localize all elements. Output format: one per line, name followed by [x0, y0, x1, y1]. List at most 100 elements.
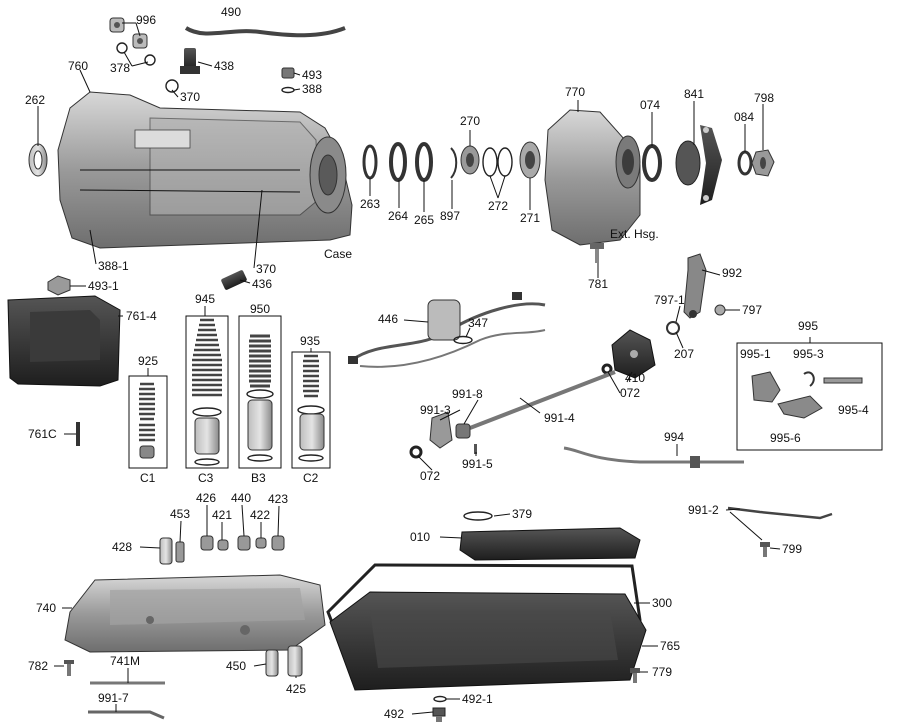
label-761-4: 761-4 — [126, 309, 157, 323]
cover-761-4 — [7, 295, 121, 387]
rod-994-end — [690, 456, 700, 468]
label-c2: C2 — [303, 471, 319, 485]
plug-493 — [281, 67, 295, 79]
label-760: 760 — [68, 59, 88, 73]
label-370-top: 370 — [180, 90, 200, 104]
oil-pan-765 — [329, 591, 647, 691]
nut-797 — [714, 304, 726, 316]
label-265: 265 — [414, 213, 434, 227]
label-072-bottom: 072 — [420, 469, 440, 483]
valve-set-925 — [139, 382, 155, 459]
solenoid-428 — [159, 537, 173, 565]
label-992: 992 — [722, 266, 742, 280]
label-994: 994 — [664, 430, 684, 444]
ring-272b — [497, 147, 513, 177]
label-995: 995 — [798, 319, 818, 333]
label-450: 450 — [226, 659, 246, 673]
fittings-996 — [109, 17, 148, 49]
label-781: 781 — [588, 277, 608, 291]
label-799: 799 — [782, 542, 802, 556]
label-379: 379 — [512, 507, 532, 521]
valve-set-950 — [246, 334, 274, 462]
flange-841 — [675, 125, 722, 205]
label-770: 770 — [565, 85, 585, 99]
label-996: 996 — [136, 13, 156, 27]
label-991-3: 991-3 — [420, 403, 451, 417]
plug-493-1 — [47, 275, 71, 296]
label-991-4: 991-4 — [544, 411, 575, 425]
label-453: 453 — [170, 507, 190, 521]
ring-263 — [362, 144, 378, 180]
label-c1: C1 — [140, 471, 156, 485]
label-084: 084 — [734, 110, 754, 124]
o-ring-072b — [409, 445, 423, 459]
label-897: 897 — [440, 209, 460, 223]
valve-set-945 — [192, 318, 222, 466]
spring-991-2 — [727, 506, 833, 520]
label-995-3: 995-3 — [793, 347, 824, 361]
label-797-1: 797-1 — [654, 293, 685, 307]
o-ring-347 — [453, 335, 473, 345]
label-797: 797 — [742, 303, 762, 317]
label-370-bottom: 370 — [256, 262, 276, 276]
bearing-270 — [460, 145, 480, 175]
snap-ring-897 — [450, 147, 458, 179]
label-995-1: 995-1 — [740, 347, 771, 361]
washer-492-1 — [433, 695, 447, 703]
label-991-5: 991-5 — [462, 457, 493, 471]
label-761c: 761C — [28, 427, 57, 441]
o-ring-378a — [116, 42, 128, 54]
solenoids-426-423 — [200, 535, 285, 551]
parking-parts-995 — [751, 371, 863, 419]
nut-798 — [751, 149, 775, 177]
label-950: 950 — [250, 302, 270, 316]
label-272: 272 — [488, 199, 508, 213]
clip-761c — [76, 422, 80, 446]
lever-992 — [683, 253, 707, 319]
group-box-c3 — [185, 315, 229, 469]
wiring-harness-446 — [348, 292, 546, 368]
label-010: 010 — [410, 530, 430, 544]
extension-housing — [544, 109, 641, 246]
label-493: 493 — [302, 68, 322, 82]
label-446: 446 — [378, 312, 398, 326]
label-263: 263 — [360, 197, 380, 211]
ring-272a — [482, 147, 498, 177]
label-779: 779 — [652, 665, 672, 679]
label-440: 440 — [231, 491, 251, 505]
label-388-1: 388-1 — [98, 259, 129, 273]
label-428: 428 — [112, 540, 132, 554]
label-421: 421 — [212, 508, 232, 522]
bolt-779 — [630, 668, 640, 683]
label-264: 264 — [388, 209, 408, 223]
leader-lines — [37, 22, 811, 715]
ring-264 — [389, 142, 407, 182]
label-300: 300 — [652, 596, 672, 610]
label-262: 262 — [25, 93, 45, 107]
label-438: 438 — [214, 59, 234, 73]
label-378: 378 — [110, 61, 130, 75]
o-ring-388 — [281, 86, 295, 94]
label-270: 270 — [460, 114, 480, 128]
label-740: 740 — [36, 601, 56, 615]
shaft-991-4 — [469, 370, 616, 430]
o-ring-379 — [463, 511, 493, 521]
o-ring-378b — [144, 54, 156, 66]
label-case: Case — [324, 247, 352, 261]
label-765: 765 — [660, 639, 680, 653]
seal-262 — [28, 143, 48, 177]
group-box-b3 — [238, 315, 282, 469]
seal-074 — [642, 144, 662, 182]
label-991-7: 991-7 — [98, 691, 129, 705]
label-925: 925 — [138, 354, 158, 368]
label-388: 388 — [302, 82, 322, 96]
label-741m: 741M — [110, 654, 140, 668]
label-841: 841 — [684, 87, 704, 101]
label-072-top: 072 — [620, 386, 640, 400]
label-945: 945 — [195, 292, 215, 306]
drain-plug-492 — [432, 707, 446, 722]
label-492: 492 — [384, 707, 404, 721]
label-422: 422 — [250, 508, 270, 522]
label-074: 074 — [640, 98, 660, 112]
